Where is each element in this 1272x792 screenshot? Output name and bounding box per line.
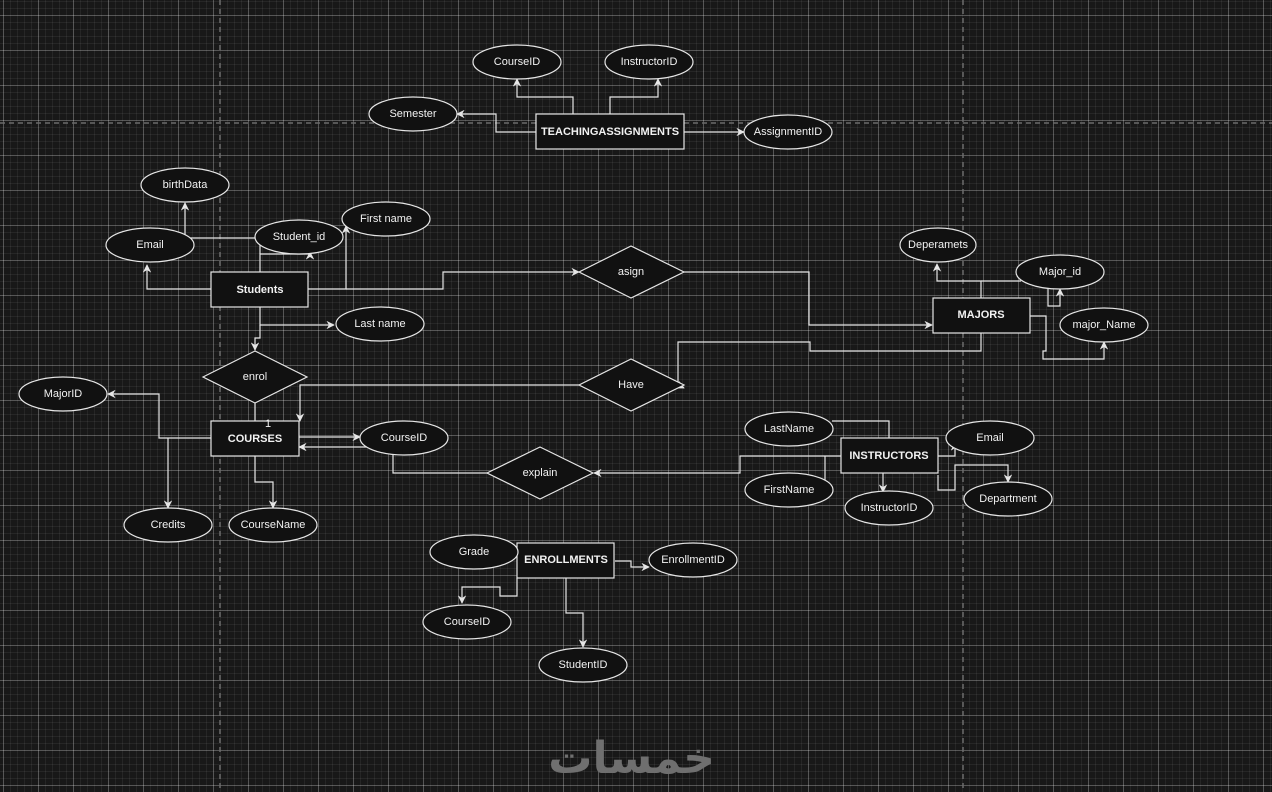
edge-students-enrol[interactable] xyxy=(250,325,261,351)
edge-courses-majorid[interactable] xyxy=(107,389,211,439)
attribute-label: InstructorID xyxy=(861,502,918,514)
attribute-label: CourseID xyxy=(494,56,541,68)
edge-instructors-department[interactable] xyxy=(937,464,1013,491)
relationship-enrol[interactable]: enrol xyxy=(201,350,309,404)
edge-enrollments-studentid[interactable] xyxy=(565,578,588,648)
attribute-label: Email xyxy=(976,432,1004,444)
attribute-en-studentid[interactable]: StudentID xyxy=(538,647,628,683)
edge-students-asign[interactable] xyxy=(346,267,580,290)
attribute-ta-assignmentid[interactable]: AssignmentID xyxy=(743,114,833,150)
edge-have-courses[interactable] xyxy=(295,384,579,422)
attribute-label: CourseID xyxy=(444,616,491,628)
relationship-label: explain xyxy=(523,467,558,479)
attribute-label: FirstName xyxy=(764,484,815,496)
attribute-co-courseid[interactable]: CourseID xyxy=(359,420,449,456)
attribute-label: Semester xyxy=(389,108,436,120)
edge-majors-deperamets[interactable] xyxy=(932,263,982,298)
attribute-co-coursename[interactable]: CourseName xyxy=(228,507,318,543)
attribute-en-enrollmentid[interactable]: EnrollmentID xyxy=(648,542,738,578)
edge-ta-courseid[interactable] xyxy=(512,78,574,114)
attribute-label: Grade xyxy=(459,546,490,558)
entity-label: ENROLLMENTS xyxy=(524,554,608,566)
attribute-label: First name xyxy=(360,213,412,225)
attribute-st-email[interactable]: Email xyxy=(105,227,195,263)
cardinality-label: 1 xyxy=(265,418,271,430)
attribute-label: Last name xyxy=(354,318,405,330)
entity-courses[interactable]: COURSES xyxy=(210,420,300,457)
attribute-st-student-id[interactable]: Student_id xyxy=(254,219,344,255)
attribute-label: MajorID xyxy=(44,388,83,400)
attribute-mj-deperamets[interactable]: Deperamets xyxy=(899,227,977,263)
attribute-co-majorid[interactable]: MajorID xyxy=(18,376,108,412)
entity-enrollments[interactable]: ENROLLMENTS xyxy=(516,542,615,579)
attribute-label: Department xyxy=(979,493,1036,505)
edge-ta-instructorid[interactable] xyxy=(609,78,663,114)
edge-students-email[interactable] xyxy=(142,264,211,290)
attribute-in-firstname[interactable]: FirstName xyxy=(744,472,834,508)
attribute-mj-major-name[interactable]: major_Name xyxy=(1059,307,1149,343)
edge-students-lastname[interactable] xyxy=(259,307,335,330)
edge-instructors-explain[interactable] xyxy=(593,455,841,478)
attribute-st-last-name[interactable]: Last name xyxy=(335,306,425,342)
edge-majors-majorid[interactable] xyxy=(1047,285,1065,307)
edge-instructors-lastname[interactable] xyxy=(832,420,890,438)
relationship-asign[interactable]: asign xyxy=(577,245,686,299)
attribute-st-birthdata[interactable]: birthData xyxy=(140,167,230,203)
entity-students[interactable]: Students xyxy=(210,271,309,308)
edge-majors-majorname[interactable] xyxy=(1030,315,1109,360)
attribute-in-lastname[interactable]: LastName xyxy=(744,411,834,447)
entity-label: COURSES xyxy=(228,433,282,445)
attribute-in-instructorid[interactable]: InstructorID xyxy=(844,490,934,526)
attribute-label: birthData xyxy=(163,179,209,191)
edge-enrollments-enrollmentid[interactable] xyxy=(615,560,650,572)
attribute-label: LastName xyxy=(764,423,814,435)
edge-courseid-explain[interactable] xyxy=(392,447,487,474)
edge-courses-coursename[interactable] xyxy=(254,456,278,509)
attribute-en-grade[interactable]: Grade xyxy=(429,534,519,570)
relationship-explain[interactable]: explain xyxy=(485,446,595,500)
edge-majors-have[interactable] xyxy=(675,333,982,389)
relationship-label: asign xyxy=(618,266,644,278)
entity-label: TEACHINGASSIGNMENTS xyxy=(541,126,679,138)
attribute-label: StudentID xyxy=(559,659,608,671)
attribute-label: Email xyxy=(136,239,164,251)
attribute-label: Major_id xyxy=(1039,266,1081,278)
attribute-label: major_Name xyxy=(1073,319,1136,331)
attribute-label: EnrollmentID xyxy=(661,554,725,566)
attribute-label: Deperamets xyxy=(908,239,968,251)
attribute-ta-instructorid[interactable]: InstructorID xyxy=(604,44,694,80)
attribute-label: AssignmentID xyxy=(754,126,823,138)
edge-students-studentid[interactable] xyxy=(259,251,315,272)
attribute-label: Student_id xyxy=(273,231,326,243)
entity-label: Students xyxy=(236,284,283,296)
watermark-logo: خمسات xyxy=(548,733,715,784)
entity-instructors[interactable]: INSTRUCTORS xyxy=(840,437,939,474)
edge-enrollments-courseid[interactable] xyxy=(457,578,518,604)
attribute-mj-major-id[interactable]: Major_id xyxy=(1015,254,1105,290)
attribute-ta-semester[interactable]: Semester xyxy=(368,96,458,132)
attribute-in-email[interactable]: Email xyxy=(945,420,1035,456)
entity-label: MAJORS xyxy=(957,309,1004,321)
edge-ta-semester[interactable] xyxy=(456,109,536,133)
attribute-st-first-name[interactable]: First name xyxy=(341,201,431,237)
entity-majors[interactable]: MAJORS xyxy=(932,297,1031,334)
relationship-have[interactable]: Have xyxy=(577,358,686,412)
attribute-label: Credits xyxy=(151,519,186,531)
entity-label: INSTRUCTORS xyxy=(849,450,928,462)
attribute-label: CourseName xyxy=(241,519,306,531)
attribute-co-credits[interactable]: Credits xyxy=(123,507,213,543)
attribute-label: CourseID xyxy=(381,432,428,444)
relationship-label: Have xyxy=(618,379,644,391)
attribute-en-courseid[interactable]: CourseID xyxy=(422,604,512,640)
relationship-label: enrol xyxy=(243,371,267,383)
edge-asign-majors[interactable] xyxy=(684,271,933,330)
entity-teachingassignments[interactable]: TEACHINGASSIGNMENTS xyxy=(535,113,685,150)
attribute-in-department[interactable]: Department xyxy=(963,481,1053,517)
attribute-label: InstructorID xyxy=(621,56,678,68)
attribute-ta-courseid[interactable]: CourseID xyxy=(472,44,562,80)
